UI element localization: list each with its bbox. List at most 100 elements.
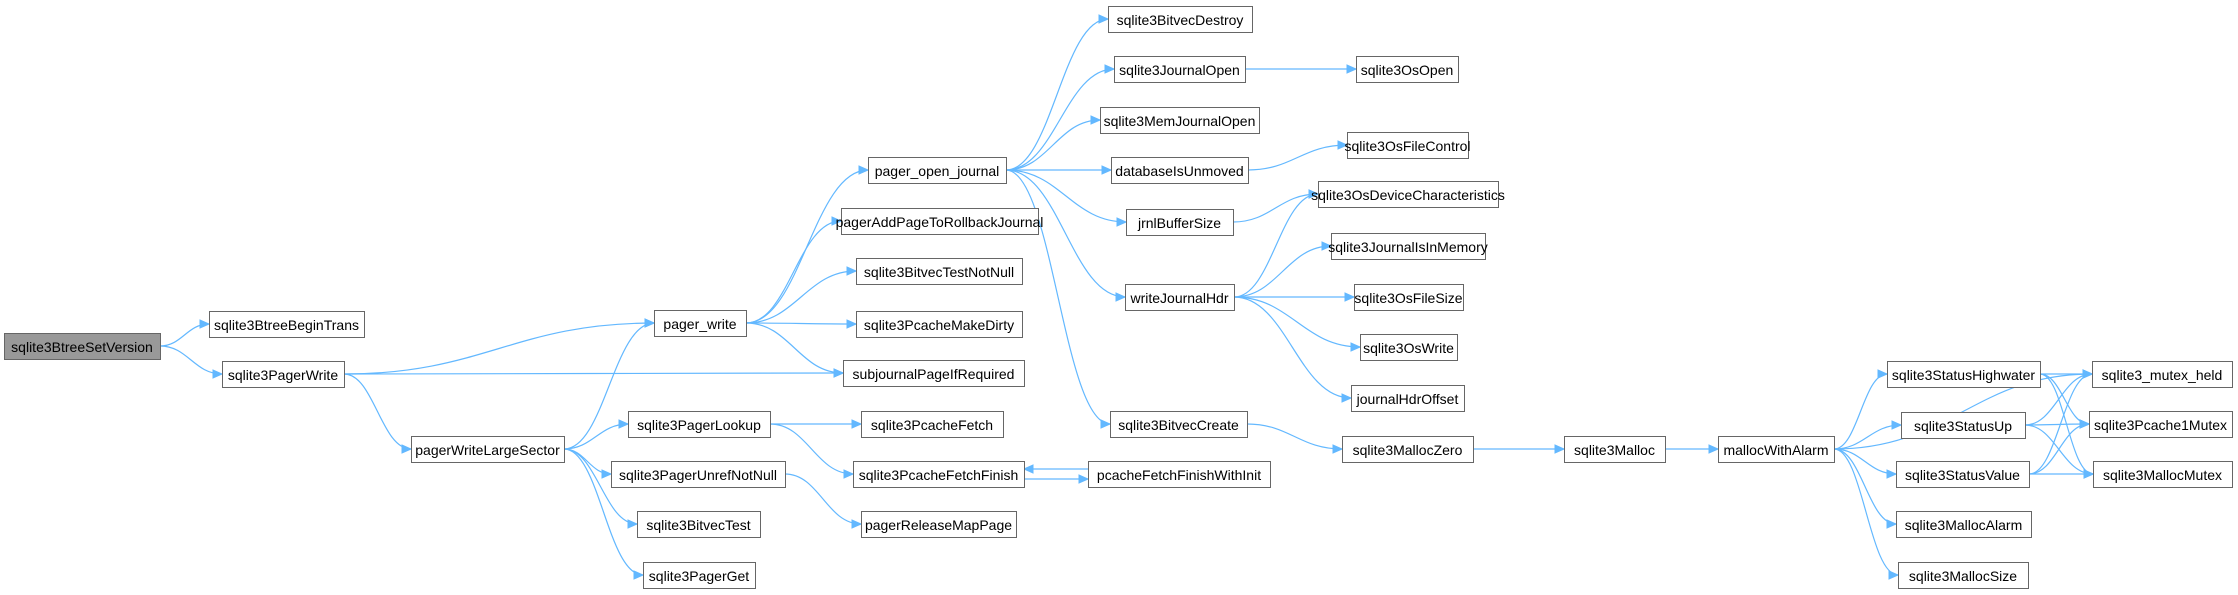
node-write-journal-hdr[interactable]: writeJournalHdr [1125, 284, 1235, 311]
node-sqlite3-status-value[interactable]: sqlite3StatusValue [1896, 461, 2030, 488]
arrowhead [843, 469, 855, 479]
node-sqlite3-malloc-mutex[interactable]: sqlite3MallocMutex [2093, 461, 2233, 488]
edge-malloc-with-alarm-to-sqlite3-status-highwater [1833, 373, 1888, 450]
edge-pager-open-journal-to-sqlite3-mem-journal-open [1005, 119, 1101, 171]
node-sqlite3-malloc-zero[interactable]: sqlite3MallocZero [1342, 436, 1474, 463]
node-sqlite3-malloc-size[interactable]: sqlite3MallocSize [1898, 562, 2029, 589]
edge-sqlite3-status-value-to-sqlite3-pcache1-mutex [2028, 423, 2090, 475]
node-box [1901, 412, 2026, 439]
arrowhead [846, 319, 858, 329]
node-box [1342, 436, 1474, 463]
node-sqlite3-pager-lookup[interactable]: sqlite3PagerLookup [628, 411, 771, 438]
node-label: sqlite3Pcache1Mutex [2094, 417, 2227, 433]
edge-pager-write-to-sqlite3-pcache-make-dirty [745, 322, 857, 325]
node-label: sqlite3JournalIsInMemory [1328, 239, 1488, 255]
edge-jrnl-buffer-size-to-sqlite3-os-device-characteristics [1232, 193, 1319, 223]
node-box [628, 411, 771, 438]
arrowhead [1886, 469, 1898, 479]
arrowhead [401, 444, 413, 454]
node-jrnl-buffer-size[interactable]: jrnlBufferSize [1126, 209, 1234, 236]
node-label: sqlite3BtreeSetVersion [11, 339, 153, 355]
node-label: sqlite3BitvecTestNotNull [864, 264, 1014, 280]
arrowhead [1022, 464, 1034, 474]
node-sqlite3-os-open[interactable]: sqlite3OsOpen [1356, 56, 1459, 83]
node-sqlite3-mutex-held[interactable]: sqlite3_mutex_held [2092, 361, 2233, 388]
arrowhead [1877, 369, 1889, 379]
node-sqlite3-os-write[interactable]: sqlite3OsWrite [1360, 334, 1458, 361]
node-label: sqlite3_mutex_held [2102, 367, 2223, 383]
node-subjournal-page-if-required[interactable]: subjournalPageIfRequired [843, 360, 1025, 387]
node-sqlite3-pager-unref-not-null[interactable]: sqlite3PagerUnrefNotNull [611, 461, 786, 488]
edge-pager-open-journal-to-sqlite3-bitvec-destroy [1005, 18, 1109, 171]
edge-sqlite3-pager-write-to-subjournal-page-if-required [343, 372, 844, 375]
node-box [4, 333, 161, 360]
node-pager-release-map-page[interactable]: pagerReleaseMapPage [861, 511, 1017, 538]
node-sqlite3-pcache-make-dirty[interactable]: sqlite3PcacheMakeDirty [856, 311, 1023, 338]
node-pcache-fetch-finish-with-init[interactable]: pcacheFetchFinishWithInit [1088, 461, 1271, 488]
node-label: sqlite3BtreeBeginTrans [214, 317, 359, 333]
node-box [856, 258, 1023, 285]
node-label: jrnlBufferSize [1137, 215, 1221, 231]
node-sqlite3-bitvec-create[interactable]: sqlite3BitvecCreate [1110, 411, 1248, 438]
node-box [1896, 461, 2030, 488]
edge-pager-open-journal-to-jrnl-buffer-size [1005, 169, 1127, 223]
node-label: sqlite3MallocZero [1353, 442, 1463, 458]
node-sqlite3-journal-is-in-memory[interactable]: sqlite3JournalIsInMemory [1328, 233, 1488, 260]
node-pager-open-journal[interactable]: pager_open_journal [868, 157, 1007, 184]
edge-write-journal-hdr-to-sqlite3-journal-is-in-memory [1233, 245, 1332, 298]
arrowhead [199, 319, 211, 329]
arrowhead [2082, 369, 2094, 379]
node-box [856, 311, 1023, 338]
node-sqlite3-btree-set-version[interactable]: sqlite3BtreeSetVersion [4, 333, 161, 360]
node-pager-write-large-sector[interactable]: pagerWriteLargeSector [411, 436, 565, 463]
node-label: mallocWithAlarm [1723, 442, 1828, 458]
node-sqlite3-pcache1-mutex[interactable]: sqlite3Pcache1Mutex [2089, 411, 2233, 438]
arrowhead [633, 570, 645, 580]
node-box [1331, 233, 1486, 260]
node-sqlite3-pcache-fetch[interactable]: sqlite3PcacheFetch [861, 411, 1004, 438]
node-sqlite3-pager-get[interactable]: sqlite3PagerGet [643, 562, 756, 589]
arrowhead [1321, 241, 1333, 251]
node-pager-write[interactable]: pager_write [654, 310, 747, 337]
node-sqlite3-journal-open[interactable]: sqlite3JournalOpen [1114, 56, 1246, 83]
node-box [1898, 562, 2029, 589]
node-pager-add-page-to-rollback-journal[interactable]: pagerAddPageToRollbackJournal [836, 208, 1044, 235]
arrowhead [1344, 292, 1356, 302]
node-label: sqlite3OsFileControl [1344, 138, 1470, 154]
node-sqlite3-pager-write[interactable]: sqlite3PagerWrite [222, 361, 345, 388]
node-sqlite3-bitvec-destroy[interactable]: sqlite3BitvecDestroy [1108, 6, 1253, 33]
node-sqlite3-os-file-control[interactable]: sqlite3OsFileControl [1344, 132, 1471, 159]
node-malloc-with-alarm[interactable]: mallocWithAlarm [1718, 436, 1835, 463]
node-sqlite3-mem-journal-open[interactable]: sqlite3MemJournalOpen [1100, 107, 1260, 134]
node-sqlite3-status-highwater[interactable]: sqlite3StatusHighwater [1887, 361, 2041, 388]
edge-sqlite3-bitvec-create-to-sqlite3-malloc-zero [1246, 423, 1343, 450]
node-sqlite3-status-up[interactable]: sqlite3StatusUp [1901, 412, 2026, 439]
arrowhead [1886, 519, 1898, 529]
node-sqlite3-pcache-fetch-finish[interactable]: sqlite3PcacheFetchFinish [853, 461, 1025, 488]
node-box [643, 562, 756, 589]
arrowhead [858, 165, 870, 175]
node-sqlite3-os-device-characteristics[interactable]: sqlite3OsDeviceCharacteristics [1311, 181, 1505, 208]
node-box [861, 511, 1017, 538]
node-label: sqlite3OsDeviceCharacteristics [1311, 187, 1505, 203]
arrowhead [1346, 64, 1358, 74]
node-journal-hdr-offset[interactable]: journalHdrOffset [1351, 385, 1465, 412]
arrowhead [618, 419, 630, 429]
edge-sqlite3-pager-unref-not-null-to-pager-release-map-page [784, 473, 862, 525]
node-sqlite3-os-file-size[interactable]: sqlite3OsFileSize [1354, 284, 1464, 311]
arrowhead [1115, 292, 1127, 302]
node-sqlite3-bitvec-test[interactable]: sqlite3BitvecTest [637, 511, 761, 538]
node-sqlite3-btree-begin-trans[interactable]: sqlite3BtreeBeginTrans [209, 311, 365, 338]
node-sqlite3-bitvec-test-not-null[interactable]: sqlite3BitvecTestNotNull [856, 258, 1023, 285]
node-sqlite3-malloc-alarm[interactable]: sqlite3MallocAlarm [1896, 511, 2032, 538]
node-database-is-unmoved[interactable]: databaseIsUnmoved [1111, 157, 1249, 184]
node-label: sqlite3OsFileSize [1354, 290, 1462, 306]
edge-sqlite3-pager-lookup-to-sqlite3-pcache-fetch-finish [769, 423, 854, 475]
node-box [411, 436, 565, 463]
arrowhead [627, 519, 639, 529]
node-sqlite3-malloc[interactable]: sqlite3Malloc [1564, 436, 1666, 463]
edge-sqlite3-status-up-to-sqlite3-pcache1-mutex [2024, 423, 2090, 426]
edge-malloc-with-alarm-to-sqlite3-status-up [1833, 424, 1902, 450]
node-label: sqlite3PcacheFetch [871, 417, 993, 433]
